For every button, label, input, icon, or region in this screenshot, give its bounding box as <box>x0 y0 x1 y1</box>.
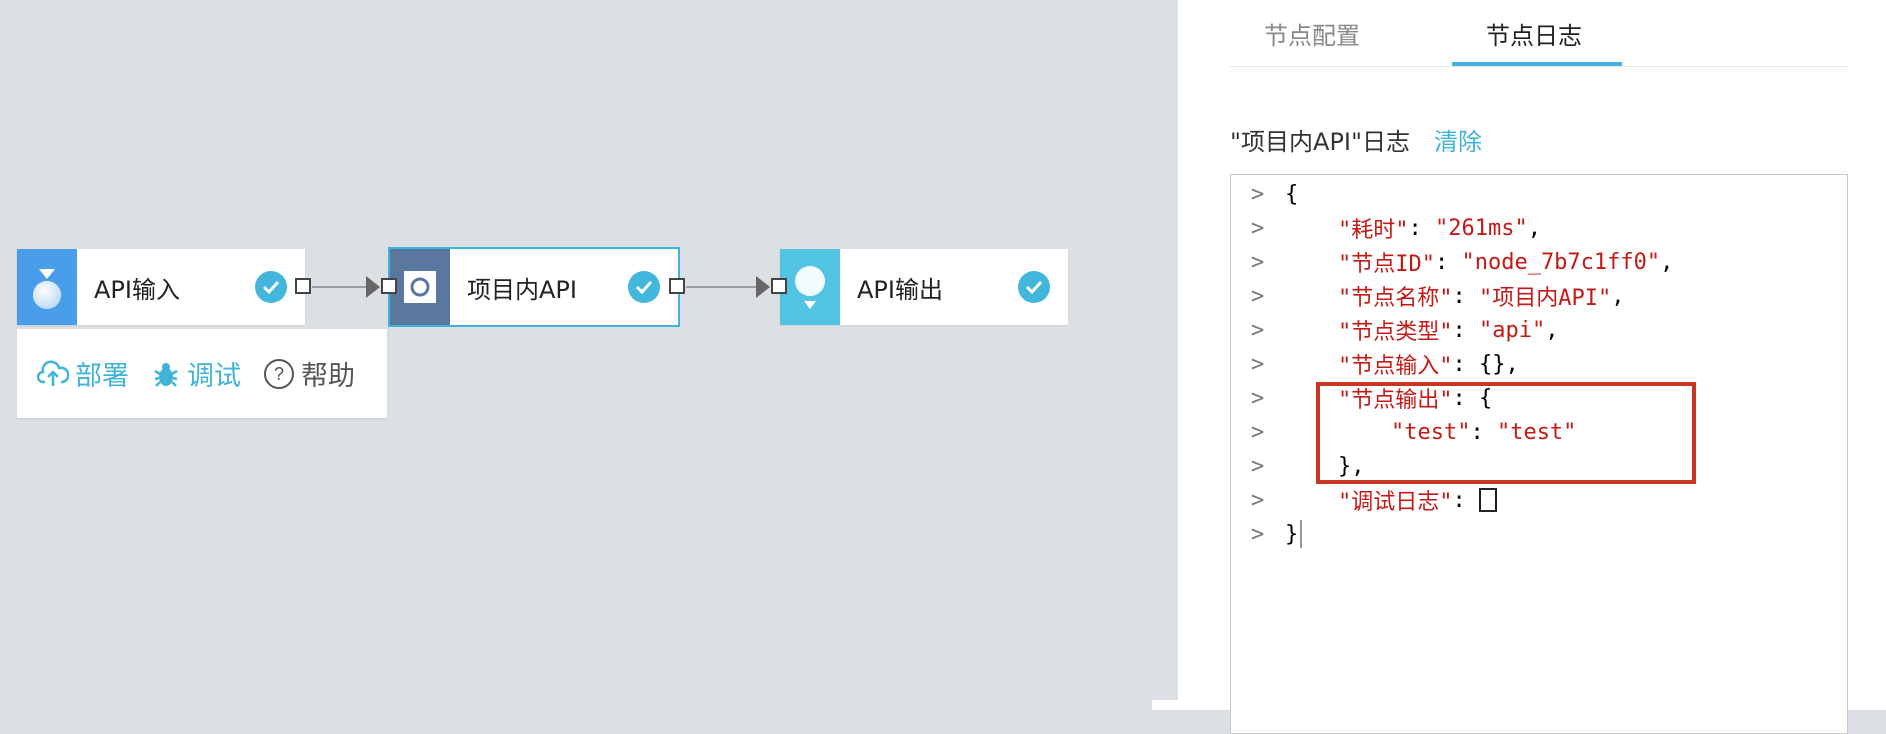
node-label: API输出 <box>857 275 943 304</box>
api-input-node-icon <box>17 249 77 325</box>
log-line: > "节点输出": { <box>1251 385 1493 414</box>
log-line: >} <box>1251 517 1303 551</box>
question-circle-icon: ? <box>263 358 295 390</box>
scroll-corner <box>1152 700 1178 710</box>
edge-arrow-icon <box>366 276 380 298</box>
log-line: > "调试日志": <box>1251 483 1497 517</box>
success-check-icon <box>628 271 660 303</box>
log-title: "项目内API"日志 <box>1230 128 1411 156</box>
svg-text:?: ? <box>274 364 284 384</box>
output-port[interactable] <box>669 278 685 294</box>
node-api-output[interactable]: API输出 <box>771 249 1068 325</box>
log-line: >{ <box>1251 181 1299 207</box>
node-api-input[interactable]: API输入 <box>17 249 311 325</box>
tab-node-log[interactable]: 节点日志 <box>1486 22 1582 50</box>
deploy-button[interactable]: 部署 <box>37 354 129 393</box>
deploy-label: 部署 <box>75 361 129 392</box>
success-check-icon <box>1018 271 1050 303</box>
node-label: 项目内API <box>467 275 577 304</box>
log-line: > "节点名称": "项目内API", <box>1251 283 1625 312</box>
clear-log-button[interactable]: 清除 <box>1434 128 1482 156</box>
log-line: > "耗时": "261ms", <box>1251 215 1541 244</box>
node-label: API输入 <box>94 275 180 304</box>
log-line: > "节点类型": "api", <box>1251 317 1559 346</box>
text-cursor <box>1300 520 1303 548</box>
flow-canvas[interactable]: API输入 项目内API API输出 <box>0 0 1178 710</box>
edge-connector <box>686 286 756 288</box>
help-button[interactable]: ? 帮助 <box>263 354 355 393</box>
bug-icon <box>151 359 181 389</box>
input-port[interactable] <box>771 278 787 294</box>
log-line: > "节点ID": "node_7b7c1ff0", <box>1251 249 1674 278</box>
node-project-api[interactable]: 项目内API <box>381 247 685 327</box>
active-tab-indicator <box>1452 62 1622 66</box>
debug-button[interactable]: 调试 <box>151 354 241 393</box>
log-line: > }, <box>1251 453 1365 479</box>
log-line: > "节点输入": {}, <box>1251 351 1519 380</box>
tab-node-config[interactable]: 节点配置 <box>1264 22 1360 50</box>
success-check-icon <box>255 271 287 303</box>
log-line: > "test": "test" <box>1251 419 1577 445</box>
output-port[interactable] <box>295 278 311 294</box>
edge-arrow-icon <box>756 276 770 298</box>
api-output-node-icon <box>780 249 840 325</box>
cloud-upload-icon <box>37 360 69 388</box>
edge-connector <box>312 286 368 288</box>
debug-label: 调试 <box>187 361 241 392</box>
panel-tabs: 节点配置 节点日志 <box>1230 0 1848 67</box>
help-label: 帮助 <box>301 361 355 392</box>
canvas-toolbar: 部署 调试 ? 帮助 <box>17 329 387 418</box>
empty-array-bracket <box>1478 488 1497 512</box>
node-detail-panel: 节点配置 节点日志 "项目内API"日志 清除 >{ > "耗时": "261m… <box>1178 0 1886 734</box>
project-api-node-icon <box>390 249 450 325</box>
log-viewer[interactable]: >{ > "耗时": "261ms", > "节点ID": "node_7b7c… <box>1230 174 1848 734</box>
input-port[interactable] <box>381 278 397 294</box>
